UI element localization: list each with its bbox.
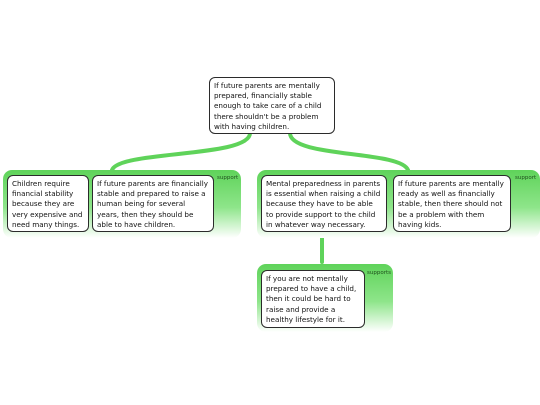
supports-group-label: supports xyxy=(367,270,391,276)
support-group-label: support xyxy=(217,175,239,181)
reason-node-text: Children require financial stability bec… xyxy=(12,179,83,229)
root-claim-node[interactable]: If future parents are mentally prepared,… xyxy=(209,77,335,134)
reason-node-mental-preparedness[interactable]: Mental preparedness in parents is essent… xyxy=(261,175,387,232)
connector-root-to-right-group xyxy=(288,131,410,172)
reason-node-text: If you are not mentally prepared to have… xyxy=(266,274,357,324)
reason-node-financial-expense[interactable]: Children require financial stability bec… xyxy=(7,175,89,232)
reason-node-not-mentally-prepared[interactable]: If you are not mentally prepared to have… xyxy=(261,270,365,328)
root-claim-text: If future parents are mentally prepared,… xyxy=(214,81,322,131)
reason-node-text: If future parents are mentally ready as … xyxy=(398,179,504,229)
reason-node-text: If future parents are financially stable… xyxy=(97,179,209,229)
support-group-label: support xyxy=(515,175,537,181)
connector-root-to-left-group xyxy=(110,131,252,172)
reason-node-financially-stable[interactable]: If future parents are financially stable… xyxy=(92,175,214,232)
reason-node-mentally-ready[interactable]: If future parents are mentally ready as … xyxy=(393,175,511,232)
reason-node-text: Mental preparedness in parents is essent… xyxy=(266,179,381,229)
